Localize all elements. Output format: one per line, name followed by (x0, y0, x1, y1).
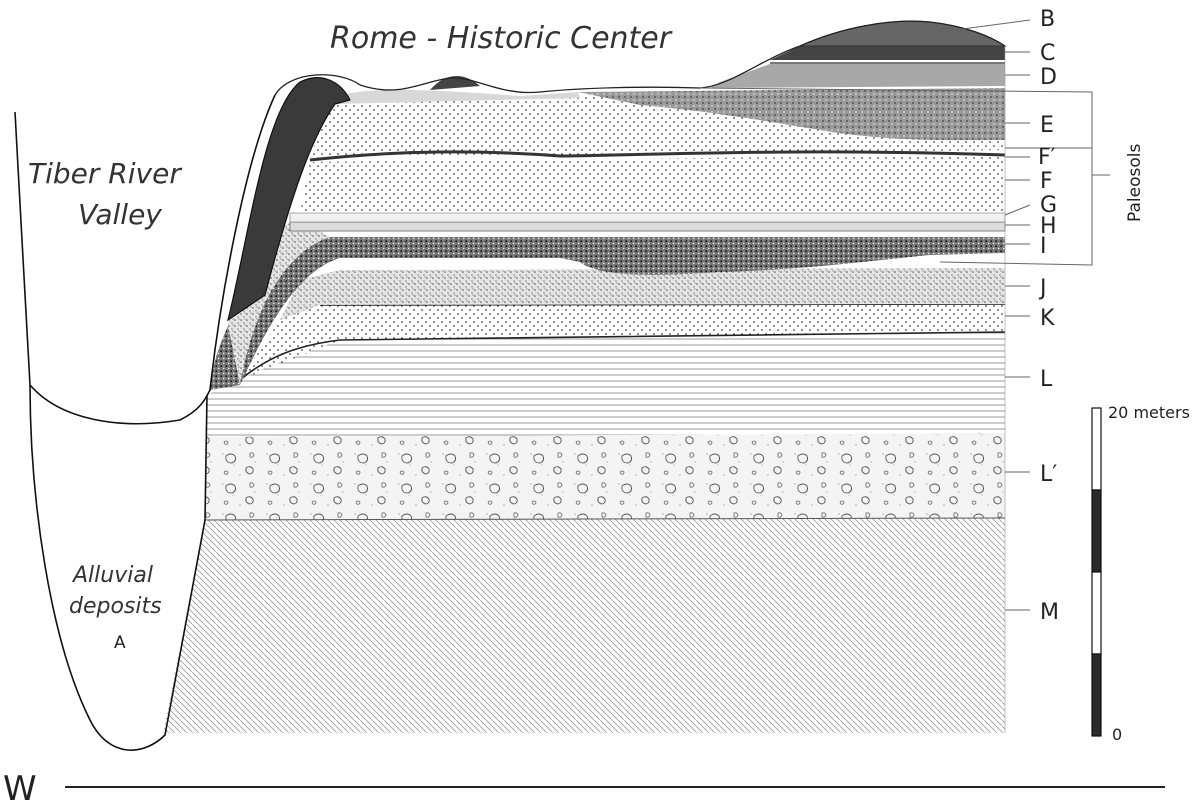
layer-c (770, 46, 1005, 60)
layer-label-k: K (1040, 306, 1055, 331)
layer-label-c: C (1040, 41, 1055, 66)
alluvial-label-line1: Alluvial (71, 563, 153, 588)
layer-label-b: B (1040, 7, 1055, 32)
scale-top-label: 20 meters (1108, 403, 1190, 422)
layer-h (290, 222, 1005, 231)
layer-label-m: M (1040, 600, 1059, 625)
layer-m (163, 518, 1005, 733)
section-title: Rome - Historic Center (330, 21, 673, 56)
layer-label-e: E (1040, 113, 1054, 138)
layer-l-prime (205, 433, 1005, 520)
alluvial-label-line3: A (114, 633, 126, 653)
layer-label-l-prime: L′ (1040, 462, 1057, 487)
layer-label-f: F (1040, 169, 1053, 194)
scale-bar (1092, 408, 1101, 736)
valley-label-line2: Valley (78, 198, 162, 231)
valley-label-line1: Tiber River (28, 157, 182, 190)
scale-bottom-label: 0 (1112, 725, 1122, 744)
layer-b (800, 21, 1005, 46)
paleosols-label: Paleosols (1125, 144, 1145, 222)
alluvial-label-line2: deposits (69, 594, 162, 619)
layer-g (290, 213, 1005, 222)
layer-l (207, 332, 1005, 437)
layer-label-d: D (1040, 65, 1057, 90)
layer-label-j: J (1038, 276, 1047, 301)
layer-label-l: L (1040, 367, 1053, 392)
layer-label-i: I (1040, 234, 1047, 259)
direction-label: W (3, 769, 37, 807)
layer-label-f-prime: F′ (1038, 145, 1056, 170)
layer-f (300, 155, 1005, 213)
